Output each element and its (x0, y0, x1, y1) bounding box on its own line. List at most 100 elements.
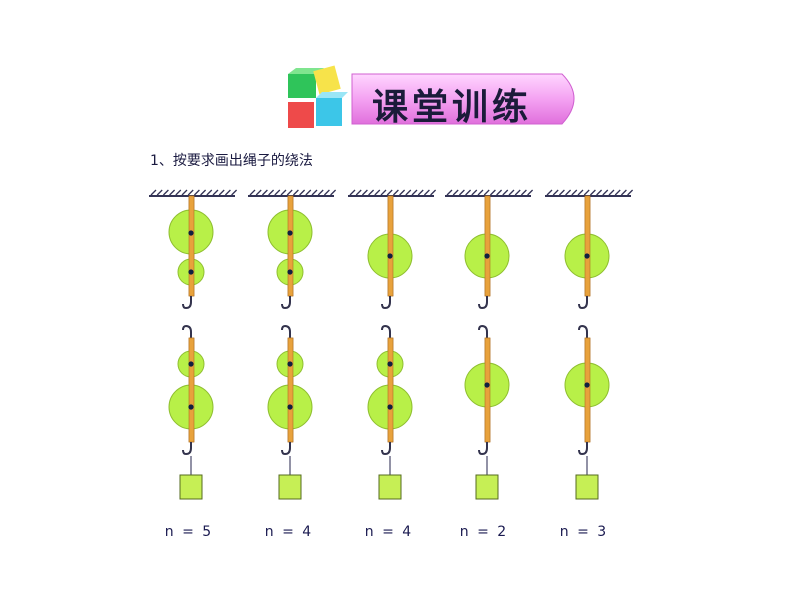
movable-top-hook (381, 324, 391, 338)
ceiling-hatch (156, 189, 163, 196)
movable-bottom-hook (381, 442, 391, 456)
ceiling-hatch (368, 189, 375, 196)
ceiling-hatch (255, 189, 262, 196)
ceiling-hatch (218, 189, 225, 196)
pulley-axle (188, 404, 194, 410)
ceiling-hatch (280, 189, 287, 196)
ceiling-hatch (577, 189, 584, 196)
ceiling-hatch (317, 189, 324, 196)
pulley-axle (387, 404, 393, 410)
fixed-hook (281, 296, 291, 310)
ceiling-hatch (620, 189, 627, 196)
ceiling-hatch (583, 189, 590, 196)
ceiling-hatch (355, 189, 362, 196)
ceiling-hatch (311, 189, 318, 196)
ceiling-hatch (589, 189, 596, 196)
movable-bottom-hook (578, 442, 588, 456)
ceiling-hatch (602, 189, 609, 196)
pulley-axle (484, 253, 490, 259)
ceiling-hatch (323, 189, 330, 196)
ceiling-hatch (596, 189, 603, 196)
ceiling-hatch (181, 189, 188, 196)
ceiling-hatch (193, 189, 200, 196)
question-text: 1、按要求画出绳子的绕法 (150, 153, 313, 169)
ceiling-hatch (150, 189, 157, 196)
movable-bottom-hook (478, 442, 488, 456)
ceiling-hatch (458, 189, 465, 196)
page-title: 课堂训练 (372, 87, 533, 128)
load-weight (179, 474, 203, 500)
ceiling-hatch (399, 189, 406, 196)
fixed-frame-front (387, 195, 394, 297)
ceiling-hatch (169, 189, 176, 196)
n-label-5: n = 3 (559, 524, 609, 540)
movable-frame-front (584, 337, 591, 443)
ceiling-hatch (477, 189, 484, 196)
ceiling-hatch (175, 189, 182, 196)
ceiling-hatch (411, 189, 418, 196)
ceiling-hatch (212, 189, 219, 196)
ceiling-hatch (430, 189, 437, 196)
n-label-3: n = 4 (364, 524, 414, 540)
movable-top-hook (578, 324, 588, 338)
ceiling-hatch (274, 189, 281, 196)
ceiling-hatch (386, 189, 393, 196)
load-weight (475, 474, 499, 500)
ceiling-hatch (361, 189, 368, 196)
pulley-axle (287, 404, 293, 410)
ceiling-hatch (508, 189, 515, 196)
movable-frame-front (188, 337, 195, 443)
fixed-frame-front (484, 195, 491, 297)
ceiling-hatch (380, 189, 387, 196)
fixed-hook (182, 296, 192, 310)
ceiling-hatch (527, 189, 534, 196)
load-weight (378, 474, 402, 500)
pulley-axle (287, 361, 293, 367)
ceiling-hatch (249, 189, 256, 196)
pulley-axle (387, 253, 393, 259)
ceiling-hatch (520, 189, 527, 196)
fixed-frame-front (584, 195, 591, 297)
fixed-hook (381, 296, 391, 310)
ceiling-hatch (392, 189, 399, 196)
ceiling-hatch (571, 189, 578, 196)
ceiling-hatch (349, 189, 356, 196)
ceiling-hatch (374, 189, 381, 196)
load-weight (278, 474, 302, 500)
movable-frame-front (287, 337, 294, 443)
fixed-frame-front (287, 195, 294, 297)
ceiling-hatch (496, 189, 503, 196)
ceiling-hatch (471, 189, 478, 196)
ceiling-hatch (206, 189, 213, 196)
fixed-hook (478, 296, 488, 310)
ceiling-hatch (405, 189, 412, 196)
movable-top-hook (182, 324, 192, 338)
ceiling-hatch (292, 189, 299, 196)
pulley-axle (188, 269, 194, 275)
n-label-4: n = 2 (459, 524, 509, 540)
pulley-axle (484, 382, 490, 388)
ceiling-hatch (200, 189, 207, 196)
movable-top-hook (478, 324, 488, 338)
pulley-axle (287, 230, 293, 236)
ceiling-hatch (614, 189, 621, 196)
pulley-axle (387, 361, 393, 367)
ceiling-hatch (417, 189, 424, 196)
ceiling-hatch (502, 189, 509, 196)
ceiling-hatch (452, 189, 459, 196)
load-weight (575, 474, 599, 500)
ceiling-hatch (305, 189, 312, 196)
ceiling-hatch (187, 189, 194, 196)
ceiling-hatch (608, 189, 615, 196)
ceiling-hatch (261, 189, 268, 196)
pulley-axle (188, 361, 194, 367)
ceiling-hatch (565, 189, 572, 196)
cubes-logo (288, 65, 348, 128)
movable-top-hook (281, 324, 291, 338)
ceiling-hatch (330, 189, 337, 196)
ceiling-hatch (514, 189, 521, 196)
ceiling-hatch (224, 189, 231, 196)
ceiling-hatch (483, 189, 490, 196)
ceiling-hatch (162, 189, 169, 196)
n-label-1: n = 5 (164, 524, 214, 540)
